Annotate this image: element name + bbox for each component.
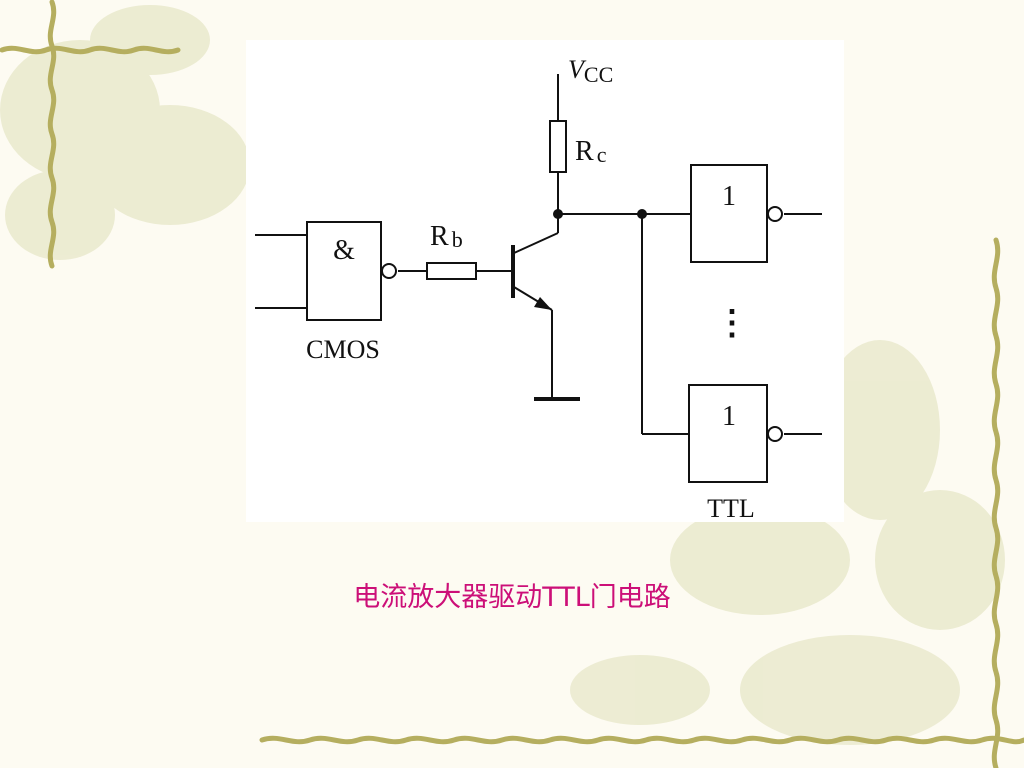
vine-top-left-vertical: [47, 0, 57, 269]
cmos-nand-gate: [306, 221, 382, 321]
vine-bottom-horizontal: [259, 735, 1024, 745]
circuit-wires: [255, 74, 822, 435]
cmos-gate-symbol: &: [333, 235, 355, 266]
ttl-label: TTL: [707, 494, 755, 523]
leaf-blob: [5, 170, 115, 260]
leaf-blob: [670, 505, 850, 615]
ttl-gate-bottom: [688, 384, 768, 483]
collector-line: [513, 232, 559, 254]
caption-part-3: 门电路: [589, 582, 671, 613]
junction-dot-collector: [553, 209, 563, 219]
leaf-blob: [90, 105, 250, 225]
ttl-bottom-gate-symbol: 1: [722, 401, 736, 432]
cmos-inversion-bubble: [381, 263, 397, 279]
junction-dot-branch: [637, 209, 647, 219]
leaf-blob: [740, 635, 960, 745]
resistor-rb: [426, 262, 477, 280]
vcc-label: VCC: [568, 55, 613, 87]
leaf-blob: [570, 655, 710, 725]
leaf-blob: [90, 5, 210, 75]
leaf-blob: [875, 490, 1005, 630]
emitter-arrow-icon: [534, 297, 552, 310]
vine-top-left-horizontal: [0, 45, 181, 55]
ttl-top-inversion-bubble: [767, 206, 783, 222]
ttl-gate-top: [690, 164, 768, 263]
caption-part-1: 电流放大器驱动: [353, 582, 543, 613]
cmos-label: CMOS: [306, 335, 380, 364]
ttl-top-gate-symbol: 1: [722, 181, 736, 212]
leaf-blob: [820, 340, 940, 520]
background-leaves: [0, 5, 1005, 745]
ellipsis-icon: ⋮: [715, 305, 749, 342]
resistor-rc: [549, 120, 567, 173]
vine-right-vertical: [991, 237, 1001, 768]
ttl-bottom-inversion-bubble: [767, 426, 783, 442]
slide-caption: 电流放大器驱动TTL门电路: [0, 580, 1024, 616]
caption-part-2: TTL: [542, 582, 590, 613]
